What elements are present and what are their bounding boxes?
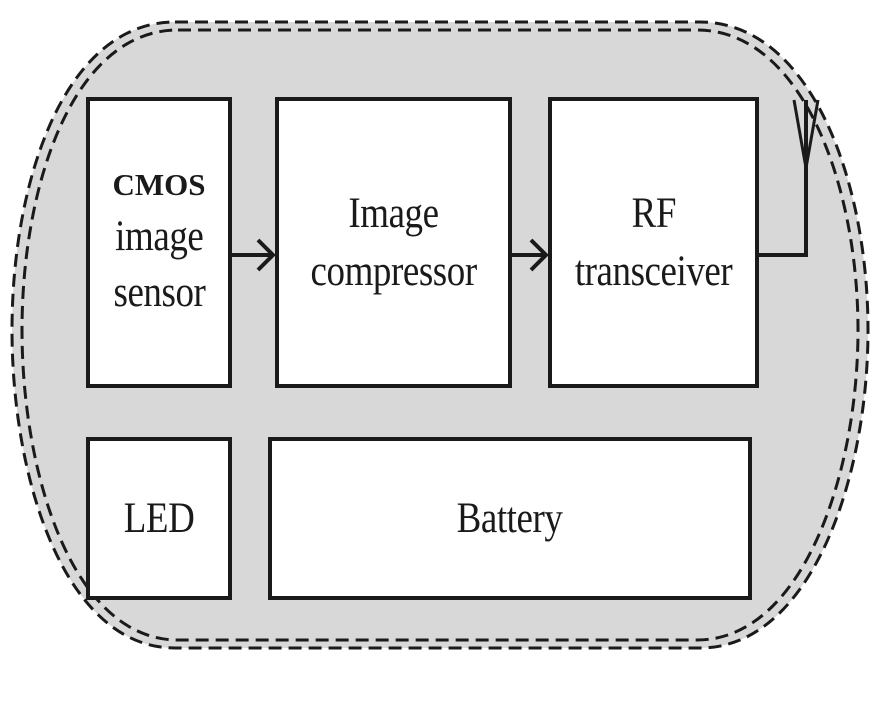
- sensor-heading: CMOS: [112, 166, 206, 202]
- sensor-line-2: sensor: [113, 268, 205, 316]
- arrow-right-icon: [232, 238, 276, 272]
- led-label: LED: [123, 494, 195, 542]
- rf-line-1: RF: [631, 189, 676, 237]
- battery-label: Battery: [457, 494, 563, 542]
- cmos-image-sensor-block: CMOS image sensor: [86, 97, 232, 388]
- antenna-icon: [759, 99, 820, 257]
- compressor-line-1: Image: [348, 189, 439, 237]
- enclosure-inner-dash: [20, 28, 860, 642]
- compressor-line-2: compressor: [310, 247, 477, 295]
- arrow-right-icon: [512, 238, 549, 272]
- rf-line-2: transceiver: [574, 247, 733, 295]
- rf-transceiver-block: RF transceiver: [548, 97, 759, 388]
- battery-block: Battery: [268, 437, 752, 600]
- led-block: LED: [86, 437, 232, 600]
- enclosure-outer-dash: [10, 20, 870, 650]
- sensor-line-1: image: [114, 212, 204, 260]
- image-compressor-block: Image compressor: [275, 97, 512, 388]
